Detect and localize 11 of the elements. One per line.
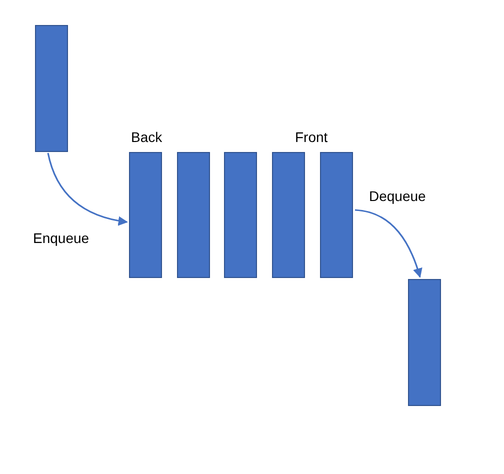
queue-element-bar: [408, 279, 441, 406]
queue-element-bar: [35, 25, 68, 152]
curved-arrow: [354, 209, 422, 278]
queue-element-bar: [272, 152, 305, 278]
queue-element-bar: [177, 152, 210, 278]
queue-end-label: Back: [131, 128, 162, 147]
curved-arrow: [47, 152, 128, 226]
queue-element-bar: [224, 152, 257, 278]
queue-element-bar: [129, 152, 162, 278]
queue-end-label: Front: [295, 128, 328, 147]
queue-element-bar: [320, 152, 353, 278]
